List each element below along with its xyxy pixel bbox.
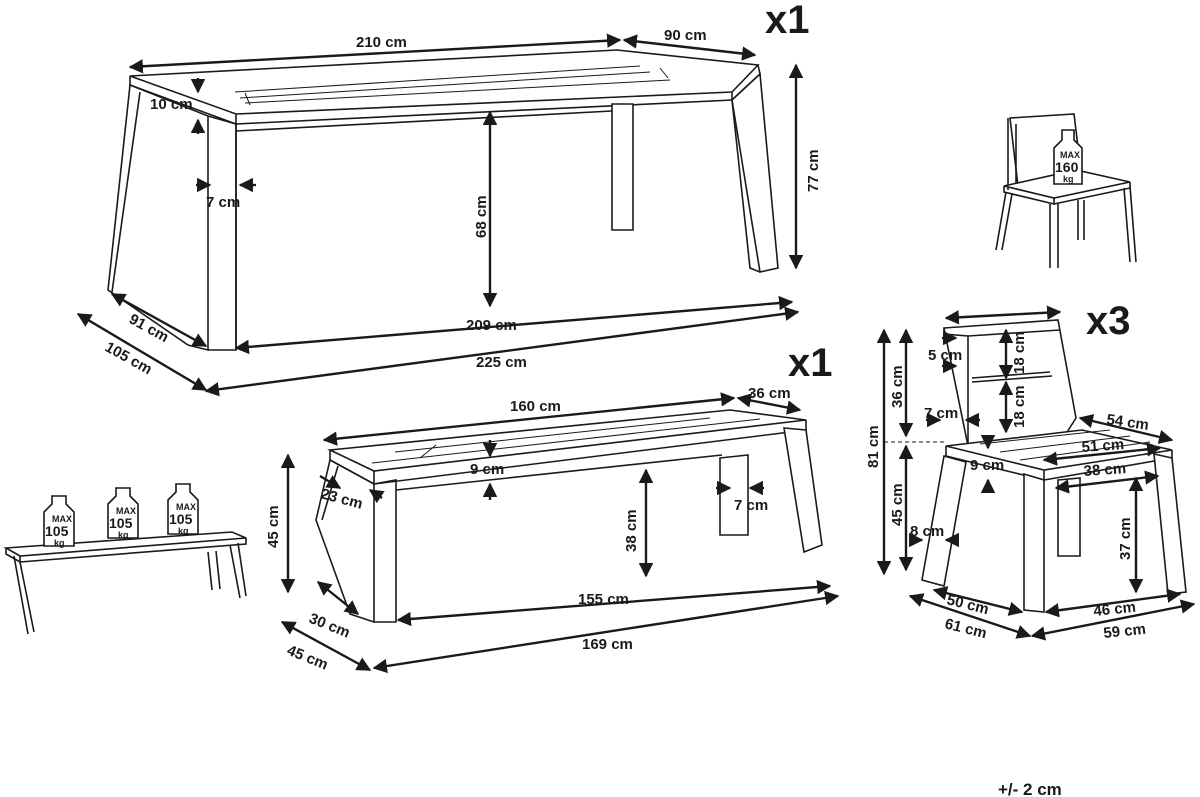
- chair-clearance-label: 37 cm: [1117, 517, 1134, 560]
- svg-text:kg: kg: [118, 530, 129, 540]
- bench-leg-width-label: 7 cm: [734, 497, 768, 514]
- chair-backrest-top-label: 5 cm: [928, 347, 962, 364]
- chair-slat-upper-label: 18 cm: [1011, 331, 1028, 374]
- table-labels: x1 210 cm 90 cm 10 cm 7 cm 68 cm 77 cm 2…: [102, 0, 822, 378]
- bench-inner-length-label: 155 cm: [578, 591, 629, 608]
- chair-total-height-label: 81 cm: [865, 425, 882, 468]
- svg-text:105: 105: [169, 511, 193, 527]
- weight-icon: MAX 105 kg: [107, 487, 139, 540]
- chair-inner-width-label: 38 cm: [1083, 460, 1127, 480]
- chair-quantity: x3: [1086, 299, 1131, 343]
- table-leg-width-label: 7 cm: [206, 194, 240, 211]
- bench-quantity: x1: [788, 341, 833, 385]
- svg-text:MAX: MAX: [52, 514, 72, 524]
- tolerance-note: +/- 2 cm: [998, 780, 1062, 797]
- svg-text:MAX: MAX: [1060, 150, 1080, 160]
- bench-inner-depth-label: 30 cm: [307, 610, 353, 642]
- bench-drawing: [315, 409, 823, 624]
- chair-seat-thickness-label: 9 cm: [970, 457, 1004, 474]
- svg-text:MAX: MAX: [116, 506, 136, 516]
- table-inner-length-label: 209 cm: [466, 317, 517, 334]
- bench-length-label: 160 cm: [510, 398, 561, 415]
- bench-height-label: 45 cm: [265, 505, 282, 548]
- chair-total-width-label: 59 cm: [1103, 621, 1147, 642]
- chair-frame-thickness-label: 7 cm: [924, 405, 958, 422]
- bench-clearance-label: 38 cm: [623, 509, 640, 552]
- bench-load-illustration: MAX 105 kg MAX 105 kg MAX 105 kg: [3, 483, 247, 635]
- table-quantity: x1: [765, 0, 810, 42]
- table-height-label: 77 cm: [805, 149, 822, 192]
- table-width-label: 90 cm: [664, 27, 707, 44]
- chair-seat-depth-outer-label: 54 cm: [1105, 411, 1149, 434]
- table-total-length-label: 225 cm: [476, 354, 527, 371]
- table-clearance-label: 68 cm: [473, 195, 490, 238]
- bench-total-depth-label: 45 cm: [285, 642, 331, 674]
- weight-icon: MAX 105 kg: [43, 495, 75, 548]
- dim-line-table-width: [622, 34, 757, 61]
- svg-text:105: 105: [45, 523, 69, 539]
- chair-dimensions: [876, 305, 1196, 641]
- weight-icon: MAX 160 kg: [1053, 129, 1083, 185]
- weight-icon: MAX 105 kg: [167, 483, 199, 536]
- table-dimensions: [76, 33, 804, 397]
- chair-inner-width-bottom-label: 46 cm: [1093, 599, 1137, 620]
- bench-labels: x1 160 cm 36 cm 9 cm 23 cm 7 cm 38 cm 45…: [265, 341, 833, 674]
- chair-backrest-height-label: 36 cm: [889, 365, 906, 408]
- chair-seat-depth-inner-label: 51 cm: [1081, 436, 1125, 456]
- svg-text:MAX: MAX: [176, 502, 196, 512]
- svg-text:160: 160: [1055, 159, 1079, 175]
- svg-text:kg: kg: [178, 526, 189, 536]
- dim-line-table-length: [128, 33, 622, 74]
- bench-total-length-label: 169 cm: [582, 636, 633, 653]
- bench-width-label: 36 cm: [748, 385, 791, 402]
- svg-text:kg: kg: [54, 538, 65, 548]
- chair-seat-height-label: 45 cm: [889, 483, 906, 526]
- chair-load-illustration: MAX 160 kg: [995, 113, 1137, 268]
- svg-text:kg: kg: [1063, 174, 1074, 184]
- chair-leg-thickness-label: 8 cm: [910, 523, 944, 540]
- table-top-thickness-label: 10 cm: [150, 96, 193, 113]
- svg-text:105: 105: [109, 515, 133, 531]
- chair-slat-lower-label: 18 cm: [1011, 385, 1028, 428]
- bench-dimensions: [280, 392, 840, 674]
- bench-top-thickness-label: 9 cm: [470, 461, 504, 478]
- table-length-label: 210 cm: [356, 34, 407, 51]
